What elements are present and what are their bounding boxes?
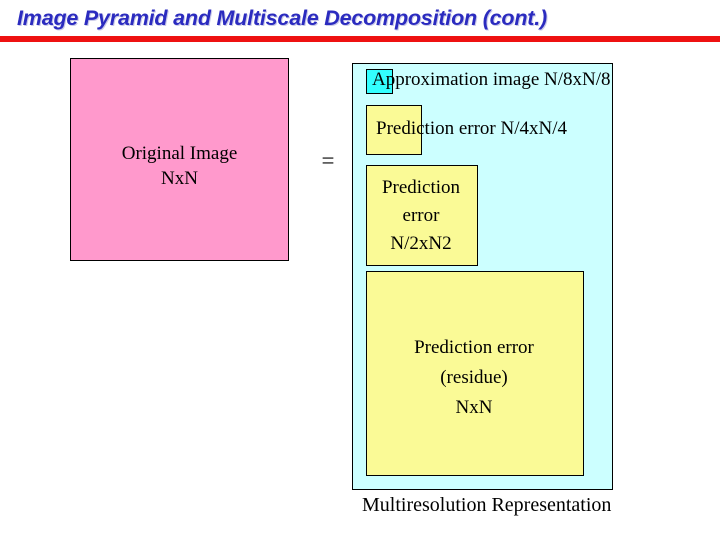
- prediction-error-n2-box: [366, 165, 478, 266]
- prediction-error-n-label: Prediction error (residue) NxN: [414, 337, 534, 418]
- title-divider: [0, 36, 720, 42]
- prediction-error-n2-label: Prediction error N/2xN2: [381, 177, 461, 254]
- approximation-level-box: [366, 69, 393, 94]
- prediction-error-n4-label: Prediction error N/4xN/4: [376, 118, 568, 139]
- equals-operator: =: [321, 148, 335, 173]
- multiresolution-container: [352, 63, 613, 490]
- prediction-error-n4-box: [366, 105, 422, 155]
- original-image-label: Original Image NxN: [121, 143, 238, 189]
- prediction-error-n-box: [366, 271, 584, 476]
- original-image-box: Original Image NxN: [70, 58, 289, 261]
- page-title: Image Pyramid and Multiscale Decompositi…: [17, 6, 547, 30]
- multiresolution-caption: Multiresolution Representation: [362, 494, 612, 516]
- approximation-level-label: Approximation image N/8xN/8: [372, 69, 611, 90]
